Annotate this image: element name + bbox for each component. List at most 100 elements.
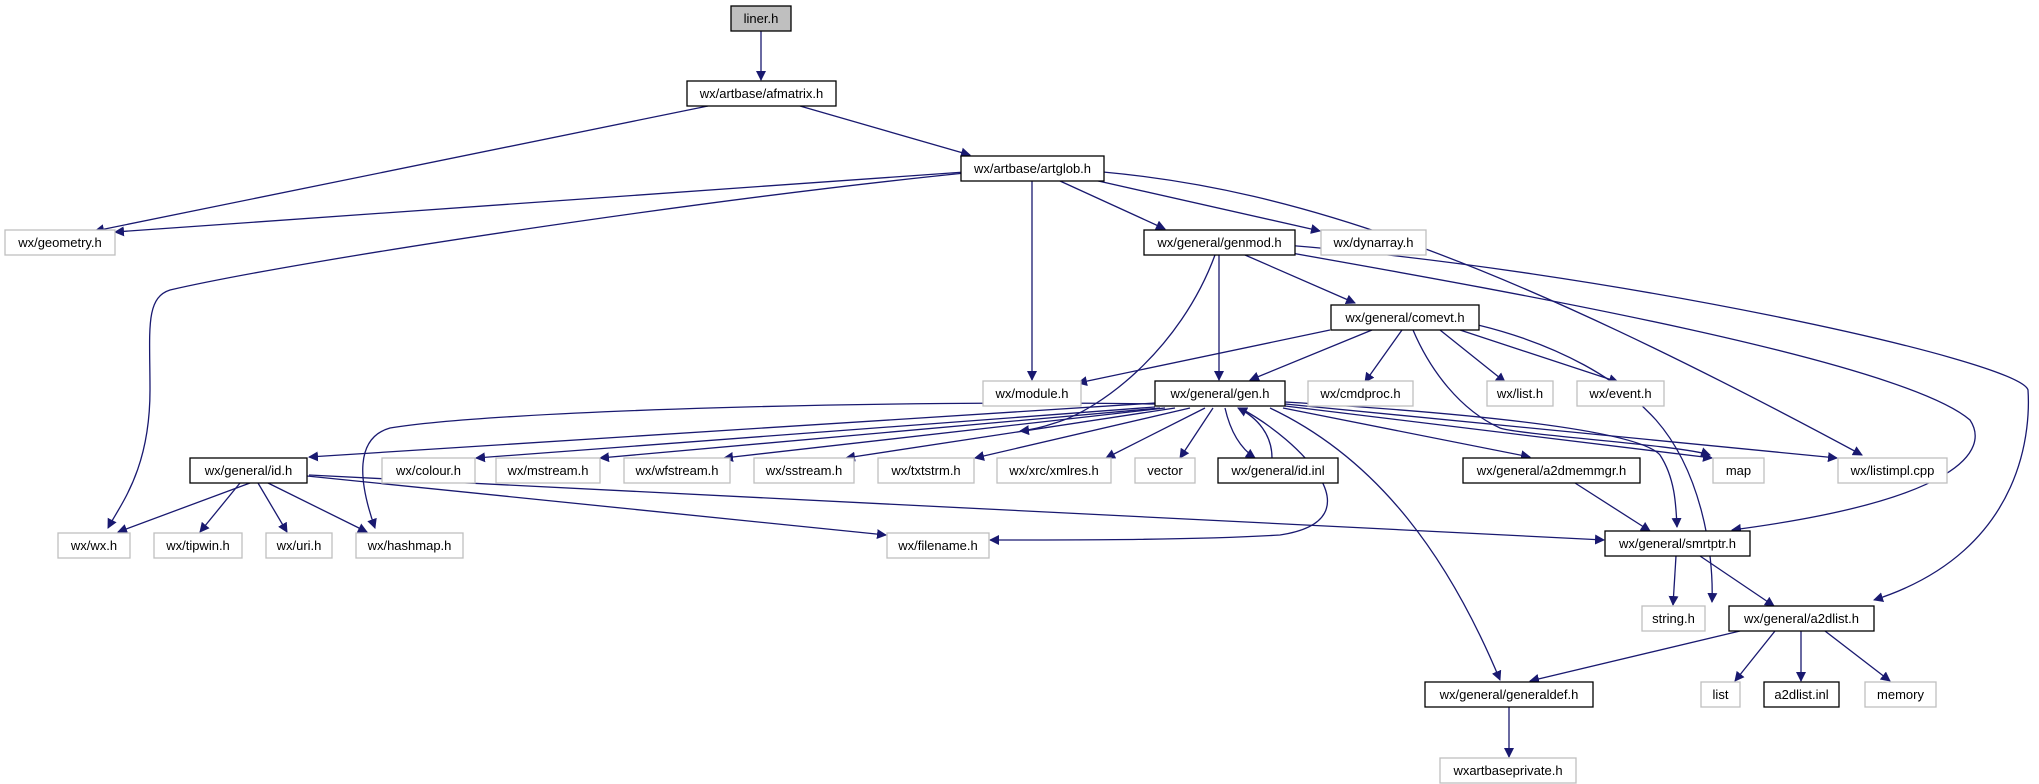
edge-gen-id [308, 402, 1156, 462]
node-smrtptr-h[interactable]: wx/general/smrtptr.h [1604, 530, 1751, 557]
node-label: wx/filename.h [897, 538, 977, 553]
edge-gen-sstream [845, 407, 1176, 462]
node-gen-h[interactable]: wx/general/gen.h [1154, 380, 1286, 407]
node-label: memory [1877, 687, 1924, 702]
node-label: wx/general/gen.h [1169, 386, 1269, 401]
node-label: wx/artbase/artglob.h [973, 161, 1091, 176]
node-label: wx/general/comevt.h [1344, 310, 1464, 325]
node-tipwin-h[interactable]: wx/tipwin.h [153, 532, 243, 559]
node-label: wx/listimpl.cpp [1850, 463, 1935, 478]
node-label: wx/hashmap.h [367, 538, 452, 553]
node-sstream-h[interactable]: wx/sstream.h [753, 457, 855, 484]
node-listimpl-cpp[interactable]: wx/listimpl.cpp [1837, 457, 1948, 484]
edge-gen-hashmap [362, 402, 1156, 529]
node-label: wx/cmdproc.h [1319, 386, 1400, 401]
edges [94, 31, 2030, 758]
node-label: wxartbaseprivate.h [1452, 763, 1562, 778]
edge-comevt-gen [1249, 329, 1373, 382]
edge-artglob-genmod [1059, 180, 1166, 230]
node-label: wx/general/genmod.h [1156, 235, 1281, 250]
edge-genmod-smrtptr [1279, 250, 1976, 534]
node-vector[interactable]: vector [1134, 457, 1196, 484]
edge-gen-colour [475, 406, 1156, 463]
edge-artglob-dynarray [1084, 177, 1321, 234]
node-id-inl[interactable]: wx/general/id.inl [1217, 457, 1339, 484]
node-uri-h[interactable]: wx/uri.h [265, 532, 333, 559]
edge-gen-vector [1179, 407, 1214, 459]
node-txtstrm-h[interactable]: wx/txtstrm.h [877, 457, 975, 484]
node-memory[interactable]: memory [1864, 681, 1937, 708]
node-label: wx/event.h [1588, 386, 1651, 401]
node-label: list [1713, 687, 1729, 702]
edge-gen-a2dmemmgr [1282, 407, 1531, 461]
node-map[interactable]: map [1712, 457, 1765, 484]
edge-gen-idinl [1224, 407, 1256, 459]
node-wfstream-h[interactable]: wx/wfstream.h [623, 457, 731, 484]
node-colour-h[interactable]: wx/colour.h [381, 457, 476, 484]
node-module-h[interactable]: wx/module.h [982, 380, 1082, 407]
edge-id-smrtptr [308, 474, 1605, 545]
node-label: wx/general/a2dmemmgr.h [1476, 463, 1627, 478]
node-label: map [1726, 463, 1751, 478]
edge-artglob-wx [107, 172, 966, 529]
node-list[interactable]: list [1700, 681, 1741, 708]
edge-afmatrix-artglob [799, 105, 971, 158]
node-label: wx/wx.h [70, 538, 117, 553]
edge-gen-generaldef [1269, 407, 1502, 681]
node-label: wx/general/smrtptr.h [1618, 536, 1736, 551]
edge-a2dlist-memory [1824, 630, 1891, 682]
node-wxartbaseprivate-h[interactable]: wxartbaseprivate.h [1439, 757, 1577, 784]
nodes: liner.h wx/artbase/afmatrix.h wx/artbase… [4, 5, 1948, 784]
node-list-h[interactable]: wx/list.h [1486, 380, 1554, 407]
edge-smrtptr-a2dlist [1699, 555, 1775, 607]
node-hashmap-h[interactable]: wx/hashmap.h [355, 532, 464, 559]
node-filename-h[interactable]: wx/filename.h [886, 532, 990, 559]
node-xmlres-h[interactable]: wx/xrc/xmlres.h [996, 457, 1112, 484]
node-label: string.h [1652, 611, 1695, 626]
edge-a2dlist-list [1734, 630, 1776, 682]
edge-gen-mstream [599, 407, 1161, 463]
node-a2dmemmgr-h[interactable]: wx/general/a2dmemmgr.h [1462, 457, 1641, 484]
edge-gen-xmlres [1105, 407, 1206, 459]
node-generaldef-h[interactable]: wx/general/generaldef.h [1424, 681, 1594, 708]
edge-a2dmemmgr-smrtptr [1574, 482, 1651, 532]
node-liner-h[interactable]: liner.h [730, 5, 792, 32]
node-label: wx/xrc/xmlres.h [1008, 463, 1099, 478]
edge-artglob-listimpl [1102, 171, 1863, 456]
node-event-h[interactable]: wx/event.h [1576, 380, 1665, 407]
edge-comevt-list [1439, 329, 1506, 383]
node-dynarray-h[interactable]: wx/dynarray.h [1320, 229, 1427, 256]
node-afmatrix-h[interactable]: wx/artbase/afmatrix.h [686, 80, 837, 107]
edge-genmod-comevt [1244, 254, 1356, 304]
node-label: wx/mstream.h [507, 463, 589, 478]
node-id-h[interactable]: wx/general/id.h [189, 457, 308, 484]
edge-gen-filename [989, 407, 1329, 545]
edge-gen-smrtptr [1284, 401, 1682, 528]
node-label: wx/uri.h [276, 538, 322, 553]
node-string-h[interactable]: string.h [1641, 605, 1706, 632]
node-mstream-h[interactable]: wx/mstream.h [495, 457, 601, 484]
node-artglob-h[interactable]: wx/artbase/artglob.h [960, 155, 1105, 182]
node-label: wx/txtstrm.h [890, 463, 960, 478]
node-label: wx/dynarray.h [1333, 235, 1414, 250]
node-cmdproc-h[interactable]: wx/cmdproc.h [1307, 380, 1414, 407]
node-wx-h[interactable]: wx/wx.h [57, 532, 131, 559]
edge-gen-map [1284, 405, 1713, 462]
edge-artglob-geometry [114, 171, 966, 237]
node-label: wx/wfstream.h [634, 463, 718, 478]
edge-comevt-event [1459, 329, 1619, 384]
edge-id-hashmap [267, 482, 368, 533]
node-label: vector [1147, 463, 1183, 478]
edge-idinl-gen [1237, 407, 1273, 459]
node-label: liner.h [744, 11, 779, 26]
edge-id-tipwin [199, 482, 241, 533]
node-geometry-h[interactable]: wx/geometry.h [4, 229, 116, 256]
edge-id-uri [257, 482, 288, 533]
node-label: a2dlist.inl [1774, 687, 1828, 702]
node-a2dlist-inl[interactable]: a2dlist.inl [1763, 681, 1840, 708]
node-genmod-h[interactable]: wx/general/genmod.h [1143, 229, 1296, 256]
node-a2dlist-h[interactable]: wx/general/a2dlist.h [1728, 605, 1875, 632]
node-label: wx/general/generaldef.h [1439, 687, 1579, 702]
node-comevt-h[interactable]: wx/general/comevt.h [1330, 304, 1480, 331]
